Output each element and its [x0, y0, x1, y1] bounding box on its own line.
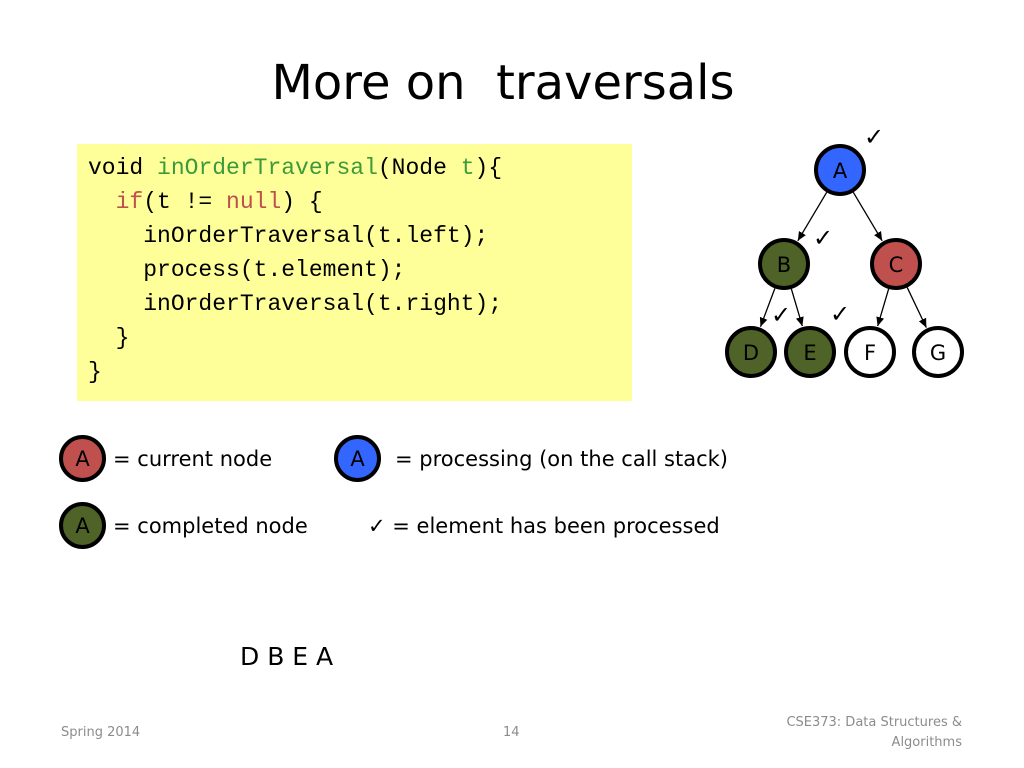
tree-node-circle [912, 326, 964, 378]
tree-node-e: E [784, 326, 836, 378]
edge-a-b [797, 192, 828, 242]
footer-date: Spring 2014 [61, 725, 141, 740]
check-mark-icon: ✓ [813, 224, 833, 252]
code-condition-start: (t != [143, 189, 227, 215]
edge-a-c [852, 192, 883, 242]
code-outer-brace: } [88, 359, 102, 385]
tree-node-circle [758, 238, 810, 290]
tree-node-label: B [777, 253, 791, 277]
tree-edges [759, 192, 927, 328]
check-mark-icon: ✓ [830, 300, 850, 328]
footer-page-number: 14 [503, 725, 520, 740]
code-block: void inOrderTraversal(Node t){ if(t != n… [77, 144, 632, 401]
tree-node-f: F [844, 326, 896, 378]
code-params-open: (Node [377, 155, 461, 181]
tree-node-label: E [803, 341, 816, 365]
code-function-name: inOrderTraversal [157, 155, 378, 181]
tree-node-a: A [814, 144, 866, 196]
code-void-keyword: void [88, 155, 144, 181]
tree-node-circle [844, 326, 896, 378]
tree-node-circle [784, 326, 836, 378]
tree-nodes: A B C D E F G [725, 144, 964, 378]
code-null-keyword: null [226, 189, 282, 215]
tree-node-d: D [725, 326, 777, 378]
legend-processing-text: = processing (on the call stack) [395, 447, 728, 471]
footer-course-line-2: Algorithms [891, 735, 962, 750]
tree-node-circle [870, 238, 922, 290]
legend-completed-text: = completed node [113, 514, 308, 538]
code-line-7: } [88, 355, 632, 389]
slide-title: More on traversals [271, 55, 735, 111]
code-if-keyword: if [115, 189, 144, 215]
code-condition-end: ) { [281, 189, 323, 215]
code-right-call: inOrderTraversal(t.right); [143, 291, 503, 317]
code-line-6: } [88, 321, 632, 355]
tree-node-label: F [864, 341, 876, 365]
code-left-call: inOrderTraversal(t.left); [143, 223, 489, 249]
edge-c-g [906, 287, 927, 328]
legend-processed-text: = element has been processed [385, 514, 720, 538]
legend-processed-line: ✓ = element has been processed [368, 512, 720, 540]
code-inner-brace: } [115, 325, 130, 351]
tree-node-c: C [870, 238, 922, 290]
edge-b-d [759, 288, 776, 327]
tree-node-label: C [889, 253, 904, 277]
code-process-call: process(t.element); [143, 257, 406, 283]
tree-node-label: A [833, 159, 848, 183]
tree-node-circle [814, 144, 866, 196]
code-params-close: ){ [474, 155, 503, 181]
traversal-result: D B E A [240, 642, 334, 671]
edge-b-e [790, 288, 804, 327]
legend-completed-circle: A [59, 502, 106, 549]
tree-node-label: D [743, 341, 759, 365]
tree-node-b: B [758, 238, 810, 290]
code-line-1: void inOrderTraversal(Node t){ [88, 151, 632, 185]
tree-node-circle [725, 326, 777, 378]
check-mark-icon: ✓ [864, 123, 884, 151]
edge-c-f [876, 288, 890, 327]
check-mark-icon: ✓ [771, 301, 791, 329]
code-line-3: inOrderTraversal(t.left); [88, 219, 632, 253]
tree-node-g: G [912, 326, 964, 378]
code-line-2: if(t != null) { [88, 185, 632, 219]
code-param-t: t [460, 155, 475, 181]
check-mark-icon: ✓ [368, 514, 386, 538]
legend-current-text: = current node [113, 447, 273, 471]
legend-current-circle: A [59, 435, 106, 482]
code-line-4: process(t.element); [88, 253, 632, 287]
tree-node-label: G [930, 341, 946, 365]
footer-course-line-1: CSE373: Data Structures & [786, 715, 962, 730]
footer-course: CSE373: Data Structures & Algorithms [700, 713, 962, 753]
tree-checks: ✓ ✓ ✓ ✓ [771, 123, 884, 329]
legend-processing-circle: A [334, 435, 381, 482]
code-line-5: inOrderTraversal(t.right); [88, 287, 632, 321]
